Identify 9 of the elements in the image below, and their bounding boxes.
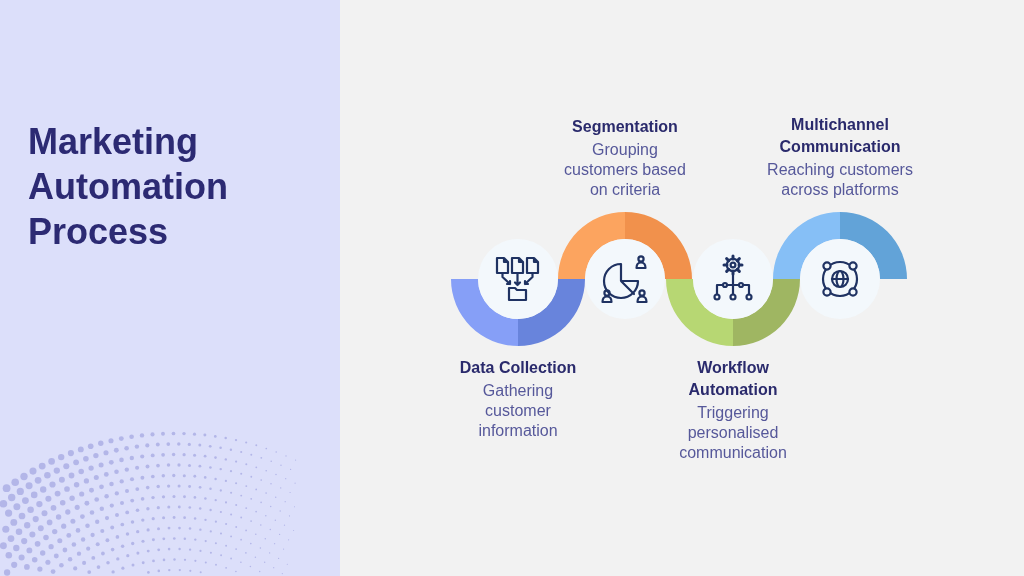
step-heading: Segmentation — [571, 117, 679, 137]
step-description: Grouping customers based on criteria — [563, 140, 687, 200]
step-description: Triggering personalised communication — [678, 403, 788, 463]
title-heading: Marketing Automation Process — [28, 120, 229, 254]
step-heading: Data Collection — [458, 358, 578, 378]
step-heading: Multichannel Communication — [778, 115, 902, 157]
step-heading: Workflow Automation — [687, 358, 779, 400]
step-description: Reaching customers across platforms — [766, 160, 914, 200]
step-description: Gathering customer information — [477, 381, 559, 441]
